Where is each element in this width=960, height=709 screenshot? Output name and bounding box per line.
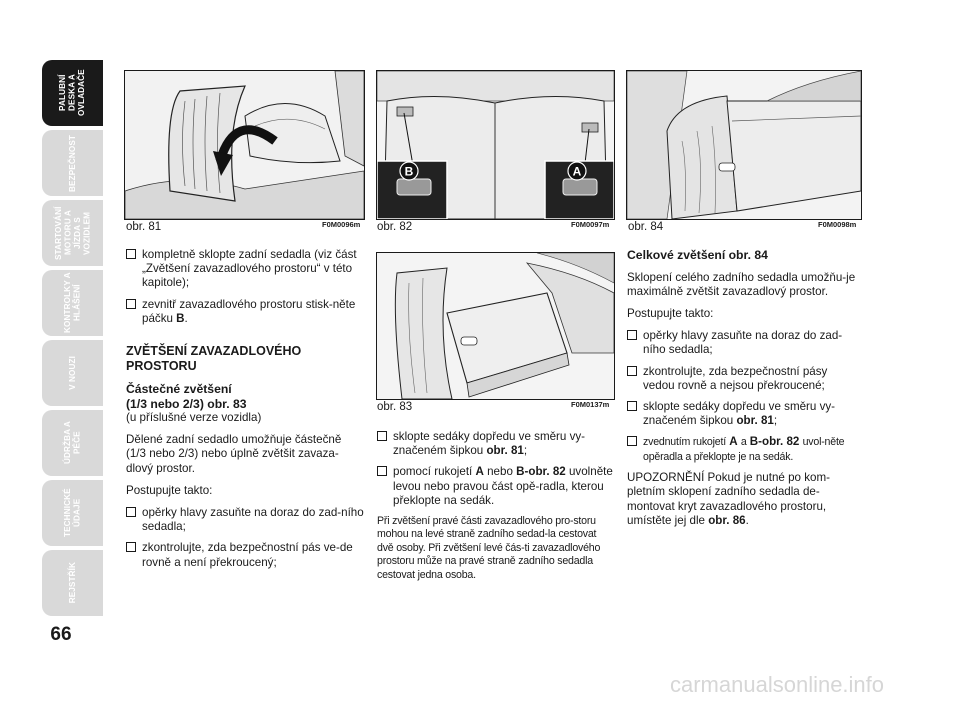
- list-item-text: zkontrolujte, zda bezpečnostní pás ve-de…: [142, 541, 353, 569]
- tab-emergency[interactable]: V NOUZI: [42, 340, 103, 406]
- warning-figure-ref: obr. 86: [708, 513, 746, 527]
- list-item-text: opěrky hlavy zasuňte na doraz do zad-níh…: [643, 329, 843, 357]
- checkbox-bullet-icon: [627, 400, 637, 411]
- list-item: sklopte sedáky dopředu ve směru vy-znače…: [377, 430, 613, 458]
- list-item-bold: B-obr. 82: [749, 435, 800, 449]
- handle-a-label: A: [573, 165, 582, 179]
- paragraph: Postupujte takto:: [126, 483, 213, 497]
- warning-paragraph: UPOZORNĚNÍ Pokud je nutné po kom-pletním…: [627, 471, 861, 528]
- list-item: sklopte sedáky dopředu ve směru vy-znače…: [627, 400, 861, 428]
- section-heading: ZVĚTŠENÍ ZAVAZADLOVÉHO PROSTORU: [126, 344, 302, 374]
- list-item: zvednutím rukojetí A a B-obr. 82 uvol-ně…: [627, 435, 861, 464]
- figure-84-illustration: [626, 70, 862, 220]
- list-item-bold: obr. 81: [736, 414, 774, 428]
- list-item-bold: A: [729, 435, 738, 449]
- figure-84-caption: obr. 84: [628, 221, 664, 233]
- figure-83-illustration: [376, 252, 615, 400]
- paragraph: Postupujte takto:: [627, 306, 714, 320]
- text-column-2: sklopte sedáky dopředu ve směru vy-znače…: [377, 430, 613, 590]
- tab-label: STARTOVÁNÍ MOTORU A JÍZDA S VOZIDLEM: [53, 206, 92, 260]
- partial-fold-drawing: [377, 253, 614, 399]
- list-item-text: a: [740, 436, 747, 449]
- warning-text: UPOZORNĚNÍ Pokud je nutné po kom-pletním…: [627, 471, 830, 527]
- figure-81-illustration: [124, 70, 365, 220]
- figure-82-illustration: B A: [376, 70, 615, 220]
- list-item-text: uvol-něte opěradla a překlopte je na sed…: [643, 436, 845, 463]
- list-item-text: zvednutím rukojetí: [643, 436, 726, 449]
- checkbox-bullet-icon: [126, 249, 136, 259]
- text-column-3: Celkové zvětšení obr. 84 Sklopení celého…: [627, 248, 861, 536]
- tab-index[interactable]: REJSTŘÍK: [42, 550, 103, 616]
- figure-84-code: F0M0098m: [818, 220, 857, 229]
- tab-label: BEZPEČNOST: [67, 134, 77, 192]
- watermark: carmanualsonline.info: [670, 672, 885, 697]
- tab-dashboard-controls[interactable]: PALUBNÍ DESKA A OVLADAČE: [42, 60, 103, 126]
- tab-label: V NOUZI: [67, 356, 77, 390]
- subsection-heading-figure-ref: (1/3 nebo 2/3) obr. 83: [126, 396, 247, 411]
- figure-81-code: F0M0096m: [322, 220, 361, 229]
- tab-label: TECHNICKÉ ÚDAJE: [63, 488, 82, 538]
- paragraph: Dělené zadní sedadlo umožňuje částečně (…: [126, 433, 342, 475]
- list-item-text: sklopte sedáky dopředu ve směru vy-znače…: [643, 399, 836, 428]
- list-item-bold: B-obr. 82: [516, 465, 566, 479]
- list-item: opěrky hlavy zasuňte na doraz do zad-níh…: [627, 329, 861, 357]
- subsection-heading: Celkové zvětšení obr. 84: [627, 248, 768, 262]
- list-item-bold: A: [475, 465, 484, 479]
- list-item-end: ;: [773, 414, 778, 428]
- chapter-sidebar: PALUBNÍ DESKA A OVLADAČE BEZPEČNOST STAR…: [42, 60, 103, 620]
- list-item: zkontrolujte, zda bezpečnostní pás ve-de…: [126, 541, 364, 569]
- warning-end: .: [745, 513, 749, 527]
- figure-81-caption: obr. 81: [126, 221, 162, 233]
- figure-82-code: F0M0097m: [571, 220, 610, 229]
- list-item-text: kompletně sklopte zadní sedadla (viz čás…: [142, 248, 357, 290]
- list-item: zkontrolujte, zda bezpečnostní pásy vedo…: [627, 365, 861, 393]
- subsection-heading: Částečné zvětšení: [126, 382, 232, 397]
- tab-starting-driving[interactable]: STARTOVÁNÍ MOTORU A JÍZDA S VOZIDLEM: [42, 200, 103, 266]
- checkbox-bullet-icon: [627, 365, 637, 376]
- list-item-text: uvolněte levou nebo pravou část opě-radl…: [393, 465, 613, 507]
- checkbox-bullet-icon: [627, 330, 637, 341]
- tab-label: ÚDRŽBA A PÉČE: [63, 421, 82, 465]
- list-item-end: .: [184, 311, 188, 325]
- checkbox-bullet-icon: [126, 507, 136, 518]
- handle-b-label: B: [405, 165, 414, 179]
- checkbox-bullet-icon: [627, 436, 637, 447]
- list-item: kompletně sklopte zadní sedadla (viz čás…: [126, 248, 364, 291]
- list-item: zevnitř zavazadlového prostoru stisk-nět…: [126, 298, 364, 326]
- checkbox-bullet-icon: [377, 466, 387, 477]
- list-item-text: pomocí rukojetí: [393, 465, 473, 479]
- tab-technical-data[interactable]: TECHNICKÉ ÚDAJE: [42, 480, 103, 546]
- full-fold-drawing: [627, 71, 861, 219]
- tab-warning-lights[interactable]: KONTROLKY A HLÁŠENÍ: [42, 270, 103, 336]
- tab-maintenance[interactable]: ÚDRŽBA A PÉČE: [42, 410, 103, 476]
- tab-label: KONTROLKY A HLÁŠENÍ: [63, 272, 82, 334]
- tab-safety[interactable]: BEZPEČNOST: [42, 130, 103, 196]
- list-item-text: sklopte sedáky dopředu ve směru vy-znače…: [393, 430, 586, 458]
- list-item-bold: B: [176, 311, 185, 325]
- list-item-end: ;: [523, 444, 528, 458]
- page-number: 66: [50, 624, 72, 645]
- list-item: opěrky hlavy zasuňte na doraz do zad-níh…: [126, 506, 364, 534]
- checkbox-bullet-icon: [126, 298, 136, 309]
- paragraph: Při zvětšení pravé části zavazadlového p…: [377, 515, 601, 581]
- list-item-text: zkontrolujte, zda bezpečnostní pásy vedo…: [643, 364, 828, 392]
- tab-label: REJSTŘÍK: [67, 562, 77, 604]
- checkbox-bullet-icon: [126, 542, 136, 553]
- list-item-text: opěrky hlavy zasuňte na doraz do zad-níh…: [142, 506, 364, 534]
- variant-note: (u příslušné verze vozidla): [126, 411, 262, 425]
- figure-83-code: F0M0137m: [571, 400, 610, 409]
- paragraph: Sklopení celého zadního sedadla umožňu-j…: [627, 270, 856, 298]
- list-item-text: nebo: [487, 465, 513, 479]
- release-handles-drawing: B A: [377, 71, 614, 219]
- list-item-text: zevnitř zavazadlového prostoru stisk-nět…: [142, 297, 356, 325]
- seat-fold-drawing: [125, 71, 364, 219]
- figure-82-caption: obr. 82: [377, 221, 413, 233]
- text-column-1: kompletně sklopte zadní sedadla (viz čás…: [126, 248, 364, 577]
- list-item: pomocí rukojetí A nebo B-obr. 82 uvolnět…: [377, 465, 613, 508]
- figure-83-caption: obr. 83: [377, 401, 413, 413]
- checkbox-bullet-icon: [377, 431, 387, 441]
- tab-label: PALUBNÍ DESKA A OVLADAČE: [58, 69, 87, 117]
- list-item-bold: obr. 81: [486, 444, 524, 458]
